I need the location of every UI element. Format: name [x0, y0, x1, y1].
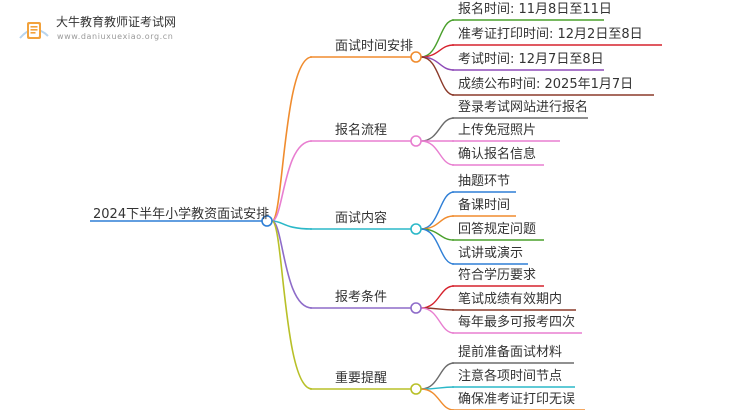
child-connector — [420, 228, 455, 265]
child-connector — [420, 44, 455, 58]
branch-connector — [271, 220, 313, 230]
child-label: 确保准考证打印无误 — [458, 392, 576, 407]
branch-label: 面试内容 — [335, 211, 388, 226]
branch-node-dot — [410, 383, 422, 395]
child-connector — [420, 307, 455, 334]
book-logo-icon — [19, 22, 49, 39]
branch-connector — [271, 220, 313, 390]
root-node-dot — [261, 215, 273, 227]
child-label: 符合学历要求 — [458, 268, 537, 283]
child-label: 考试时间: 12月7日至8日 — [458, 52, 604, 67]
branch-node-dot — [410, 223, 422, 235]
child-label: 上传免冠照片 — [458, 123, 537, 138]
branch-node-dot — [410, 302, 422, 314]
branch-label: 报考条件 — [335, 290, 388, 305]
child-label: 准考证打印时间: 12月2日至8日 — [458, 27, 643, 42]
child-label: 注意各项时间节点 — [458, 369, 563, 384]
child-label: 每年最多可报考四次 — [458, 315, 576, 330]
child-label: 试讲或演示 — [458, 246, 524, 261]
site-url: www.daniuxuexiao.org.cn — [57, 32, 174, 41]
child-connector — [420, 19, 455, 58]
site-name: 大牛教育教师证考试网 — [56, 15, 177, 29]
branch-label: 重要提醒 — [335, 371, 388, 386]
child-label: 回答规定问题 — [458, 222, 537, 237]
child-label: 抽题环节 — [458, 174, 511, 189]
child-label: 登录考试网站进行报名 — [458, 100, 589, 115]
child-label: 成绩公布时间: 2025年1月7日 — [458, 77, 634, 92]
branch-node-dot — [410, 51, 422, 63]
child-connector — [420, 56, 455, 96]
branch-label: 面试时间安排 — [335, 39, 414, 54]
branch-connector — [271, 220, 313, 309]
child-label: 报名时间: 11月8日至11日 — [458, 2, 612, 17]
child-label: 提前准备面试材料 — [458, 345, 563, 360]
child-connector — [420, 285, 455, 309]
branch-node-dot — [410, 135, 422, 147]
child-label: 确认报名信息 — [458, 147, 537, 162]
child-connector — [420, 362, 455, 390]
branch-connector — [271, 140, 313, 222]
branch-label: 报名流程 — [335, 123, 388, 138]
child-connector — [420, 140, 455, 166]
child-connector — [420, 117, 455, 142]
child-connector — [420, 56, 455, 71]
child-label: 备课时间 — [458, 198, 511, 213]
child-connector — [420, 191, 455, 230]
child-connector — [420, 215, 455, 230]
branch-connector — [271, 56, 313, 222]
child-connector — [420, 388, 455, 410]
mindmap-root: 2024下半年小学教资面试安排 — [93, 207, 270, 222]
child-label: 笔试成绩有效期内 — [458, 292, 563, 307]
